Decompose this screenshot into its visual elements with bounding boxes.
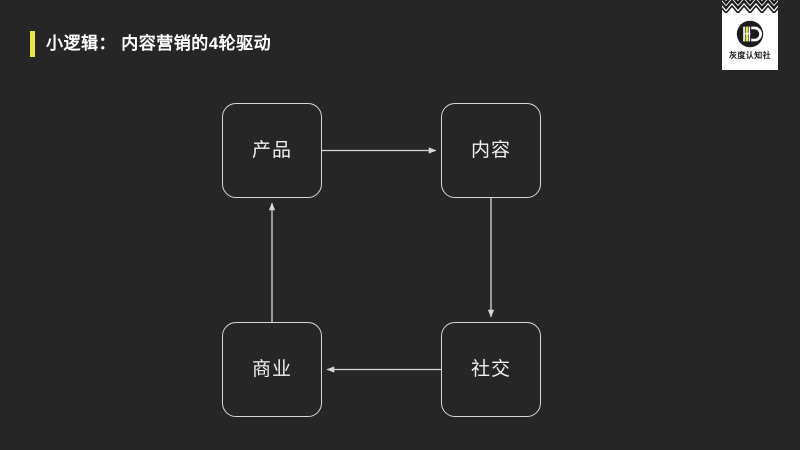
diagram-node-content[interactable]: 内容 [441,103,541,198]
page-title: 小逻辑： 内容营销的4轮驱动 [30,31,271,57]
node-label-content: 内容 [470,140,511,161]
diagram-node-social[interactable]: 社交 [441,322,541,417]
diagram-node-product[interactable]: 产品 [222,103,322,198]
zigzag-pattern-icon [722,0,778,13]
brand-logo: 灰度认知社 [722,0,778,70]
node-label-social: 社交 [470,359,511,380]
diagram-node-business[interactable]: 商业 [222,322,322,417]
title-text: 小逻辑： 内容营销的4轮驱动 [46,34,272,53]
title-accent-bar [30,31,35,57]
logo-wordmark: 灰度认知社 [729,51,771,60]
logo-emblem-icon [736,20,764,48]
node-label-product: 产品 [251,140,292,161]
node-label-business: 商业 [251,359,292,380]
